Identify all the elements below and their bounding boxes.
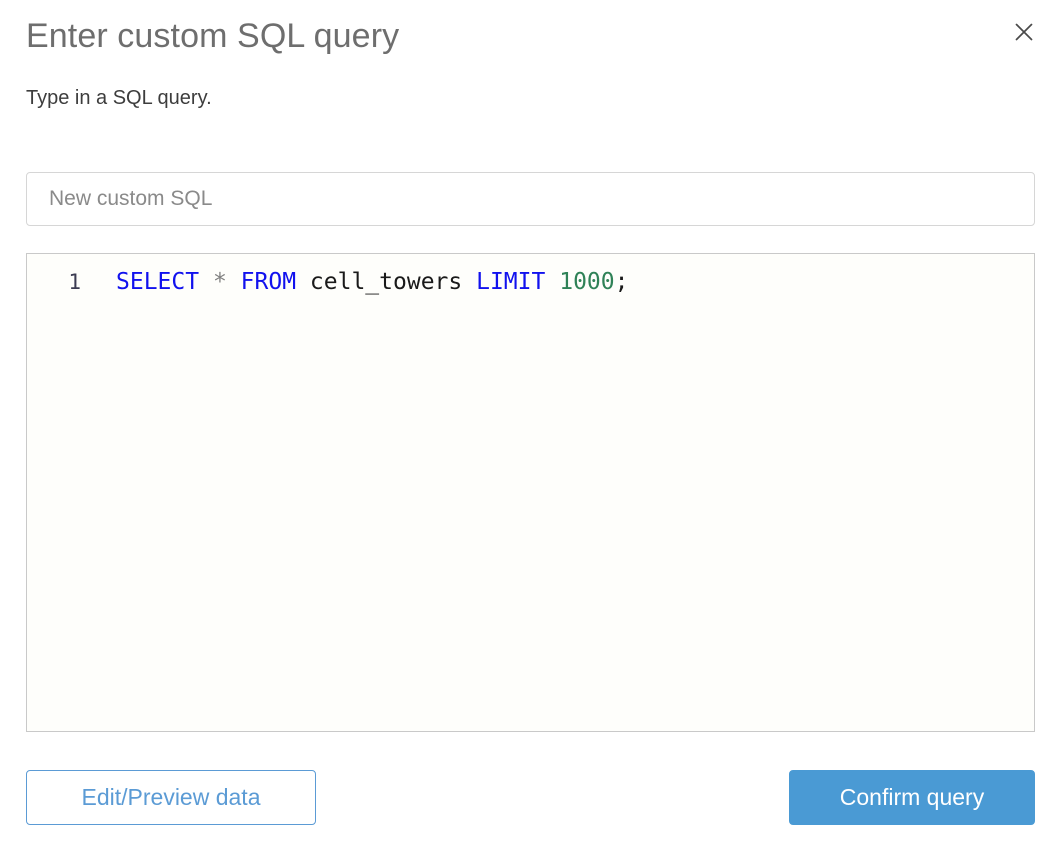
sql-token-keyword: SELECT: [116, 269, 200, 295]
sql-token-semicolon: ;: [614, 269, 629, 295]
close-button[interactable]: [1006, 14, 1042, 50]
confirm-query-button[interactable]: Confirm query: [789, 770, 1035, 825]
sql-token-space: [199, 269, 213, 295]
sql-token-keyword: LIMIT: [476, 269, 546, 295]
sql-token-star: *: [212, 269, 227, 295]
sql-code-editor[interactable]: 1 SELECT * FROM cell_towers LIMIT 1000;: [26, 253, 1035, 732]
sql-token-keyword: FROM: [240, 269, 297, 295]
query-name-input[interactable]: [26, 172, 1035, 226]
sql-token-space: [545, 269, 559, 295]
sql-token-identifier: cell_towers: [309, 269, 463, 295]
page-title: Enter custom SQL query: [26, 17, 400, 55]
line-number: 1: [68, 270, 81, 294]
sql-code-text[interactable]: SELECT * FROM cell_towers LIMIT 1000;: [91, 267, 1034, 297]
editor-line-1: 1 SELECT * FROM cell_towers LIMIT 1000;: [27, 254, 1034, 731]
sql-token-space: [462, 269, 476, 295]
sql-token-number: 1000: [559, 269, 615, 295]
close-icon: [1013, 21, 1035, 43]
edit-preview-data-button[interactable]: Edit/Preview data: [26, 770, 316, 825]
sql-token-space: [296, 269, 310, 295]
sql-token-space: [227, 269, 241, 295]
dialog-subtitle: Type in a SQL query.: [26, 87, 212, 109]
